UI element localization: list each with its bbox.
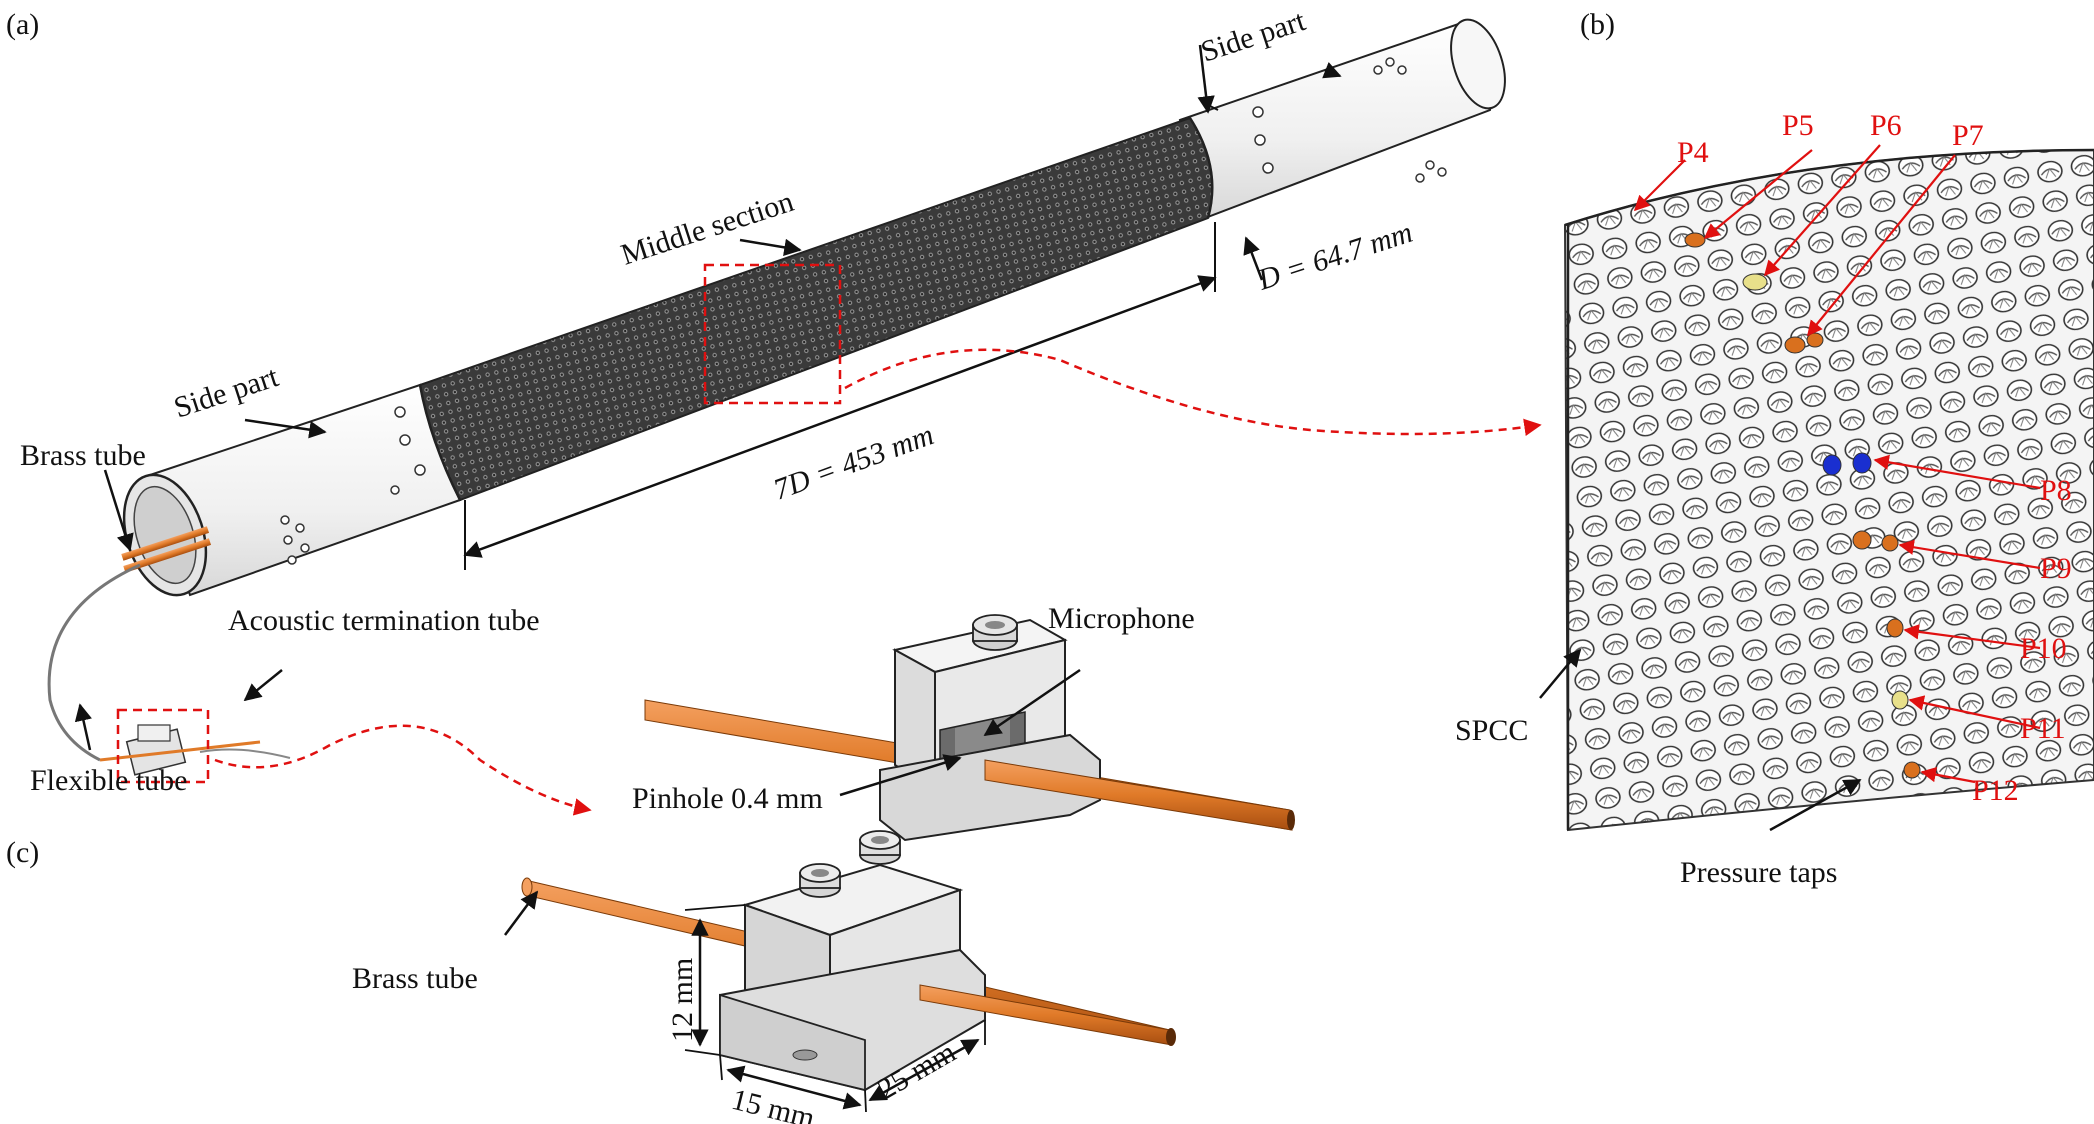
- mic-holder-small: [99, 724, 291, 776]
- label-side-part-left: Side part: [170, 360, 283, 425]
- tap-label-p12: P12: [1972, 774, 2019, 807]
- label-pinhole: Pinhole 0.4 mm: [632, 782, 823, 815]
- label-flexible-tube: Flexible tube: [30, 764, 187, 797]
- label-spcc: SPCC: [1455, 714, 1528, 747]
- label-length: 7D = 453 mm: [769, 418, 938, 506]
- connector-to-b: [844, 348, 1542, 436]
- length-dimension: [463, 275, 1217, 558]
- flexible-tube-line: [47, 563, 141, 762]
- tap-label-p11: P11: [2020, 712, 2066, 745]
- mic-holder-highlight: [116, 708, 210, 784]
- tap-label-p10: P10: [2020, 632, 2067, 665]
- tap-label-p8: P8: [2040, 474, 2072, 507]
- brass-tube-inside: [121, 526, 210, 561]
- label-side-part-top: Side part: [1197, 4, 1310, 69]
- spcc-surface: [1563, 148, 2094, 832]
- mic-holder-detail: [644, 614, 1295, 842]
- panel-label-a: (a): [6, 8, 39, 41]
- label-brass-tube-a: Brass tube: [20, 439, 146, 472]
- label-pressure-taps: Pressure taps: [1680, 856, 1837, 889]
- tap-label-p7: P7: [1952, 119, 1984, 152]
- middle-section: [418, 116, 1214, 502]
- cylinder-model: [47, 18, 1506, 784]
- connector-to-mic: [214, 724, 592, 816]
- tap-label-p6: P6: [1870, 109, 1902, 142]
- side-part-right-end: [1450, 18, 1506, 110]
- label-brass-tube-c: Brass tube: [352, 962, 478, 995]
- label-microphone: Microphone: [1048, 602, 1195, 635]
- label-acoustic-termination: Acoustic termination tube: [228, 604, 540, 637]
- tap-label-p4: P4: [1677, 136, 1709, 169]
- spcc-closeup: [1539, 144, 2094, 832]
- mic-holder-dimensioned: [503, 830, 1176, 1113]
- label-dim-15: 15 mm: [728, 1083, 818, 1124]
- tap-label-p5: P5: [1782, 109, 1814, 142]
- tap-markers: [1684, 232, 1921, 779]
- panel-label-c: (c): [6, 836, 39, 869]
- tap-label-p9: P9: [2040, 552, 2072, 585]
- panel-label-b: (b): [1580, 8, 1615, 41]
- label-middle-section: Middle section: [617, 185, 798, 272]
- label-dim-12: 12 mm: [666, 958, 699, 1042]
- label-diameter: D = 64.7 mm: [1253, 216, 1417, 297]
